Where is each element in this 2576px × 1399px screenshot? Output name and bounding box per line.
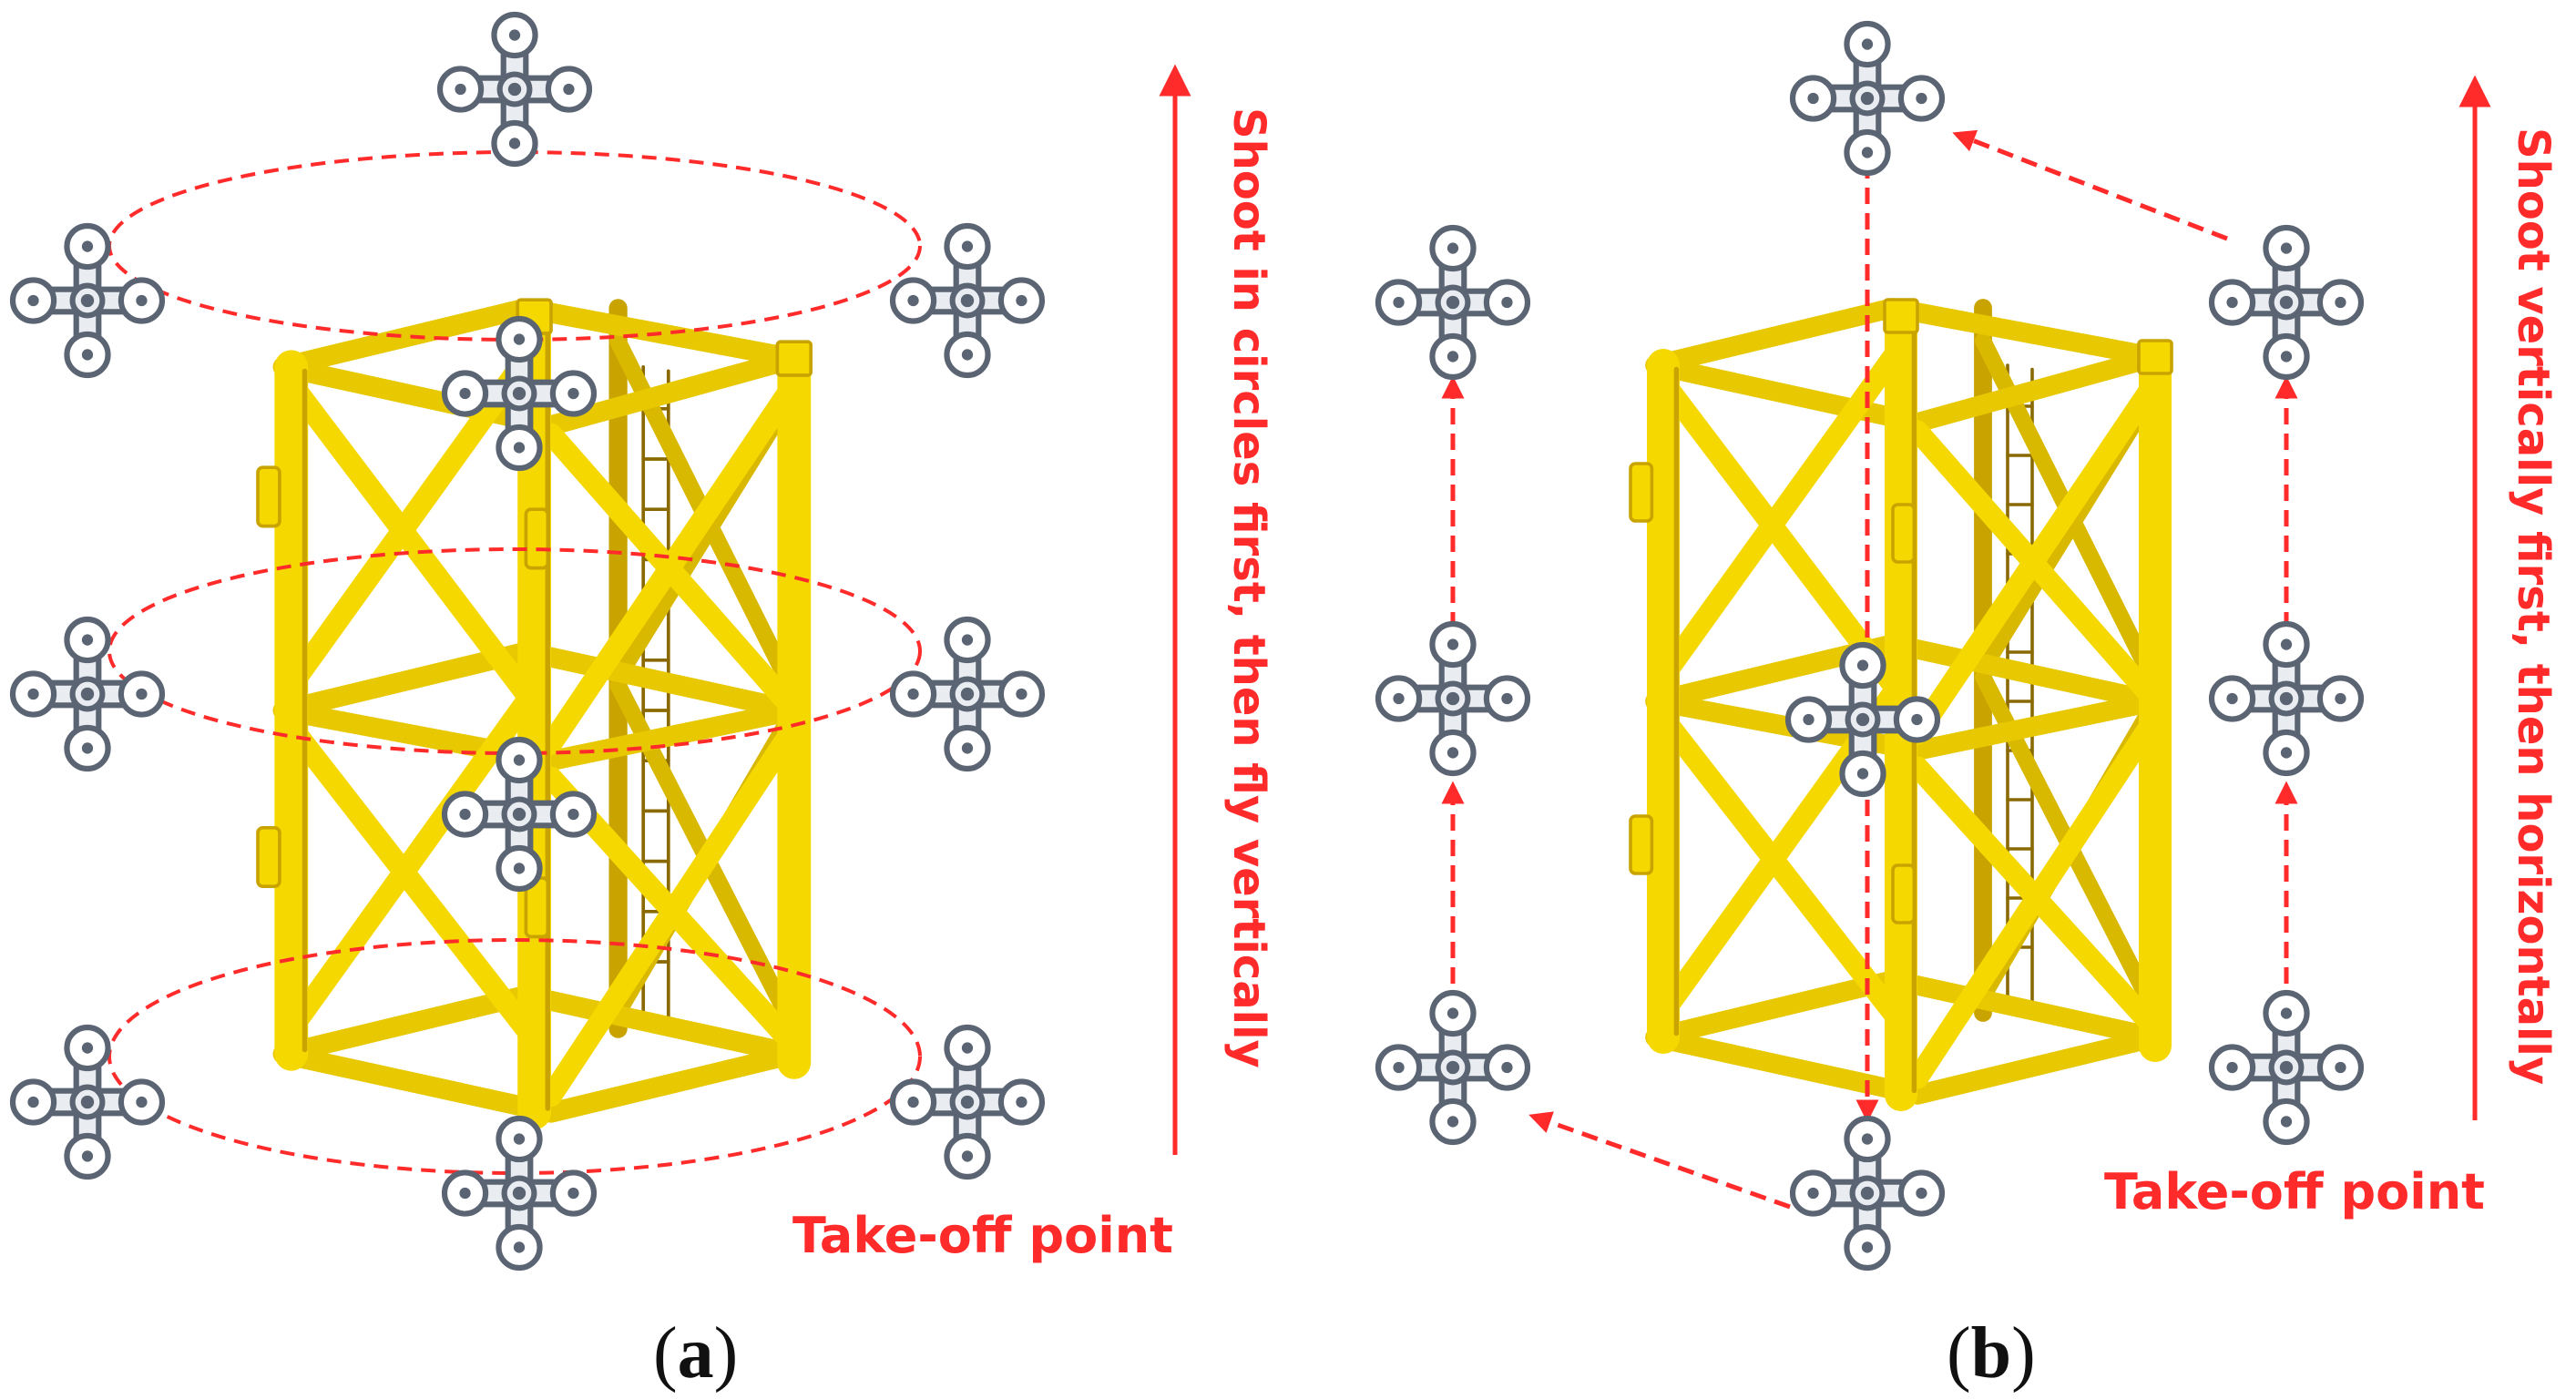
quadcopter-icon [1378,228,1528,377]
takeoff-label-a: Take-off point [792,1207,1173,1264]
quadcopter-icon [2212,993,2361,1142]
panel-label-b: (b) [1947,1313,2036,1394]
path-to-left [1528,1111,1791,1210]
quadcopter-icon [893,619,1042,769]
caption-b: Shoot vertically first, then horizontall… [2508,128,2559,1085]
caption-a: Shoot in circles first, then fly vertica… [1223,107,1274,1068]
panel-letter-b: b [1971,1313,2012,1394]
quadcopter-icon [13,226,162,375]
quadcopter-icon [1793,1118,1942,1268]
quadcopter-icon [13,1027,162,1177]
panel-b: Shoot vertically first, then horizontall… [1378,24,2559,1394]
orbit-path-bottom [107,938,922,1175]
panel-label-a: (a) [653,1313,738,1394]
tower-section-b [1630,300,2172,1095]
takeoff-label-b: Take-off point [2104,1163,2485,1220]
quadcopter-icon [2212,624,2361,773]
tower-section-a [258,300,811,1112]
path-to-top [1952,129,2228,241]
quadcopter-icon [2212,228,2361,377]
quadcopter-icon [893,226,1042,375]
quadcopter-icon [1378,624,1528,773]
panel-a: Shoot in circles first, then fly vertica… [13,15,1274,1394]
quadcopter-icon [893,1027,1042,1177]
quadcopter-icon [445,1118,594,1268]
quadcopter-icon [1378,993,1528,1142]
quadcopter-icon [13,619,162,769]
quadcopter-icon [1793,24,1942,173]
quadcopter-icon [440,15,589,164]
panel-letter-a: a [678,1313,714,1394]
